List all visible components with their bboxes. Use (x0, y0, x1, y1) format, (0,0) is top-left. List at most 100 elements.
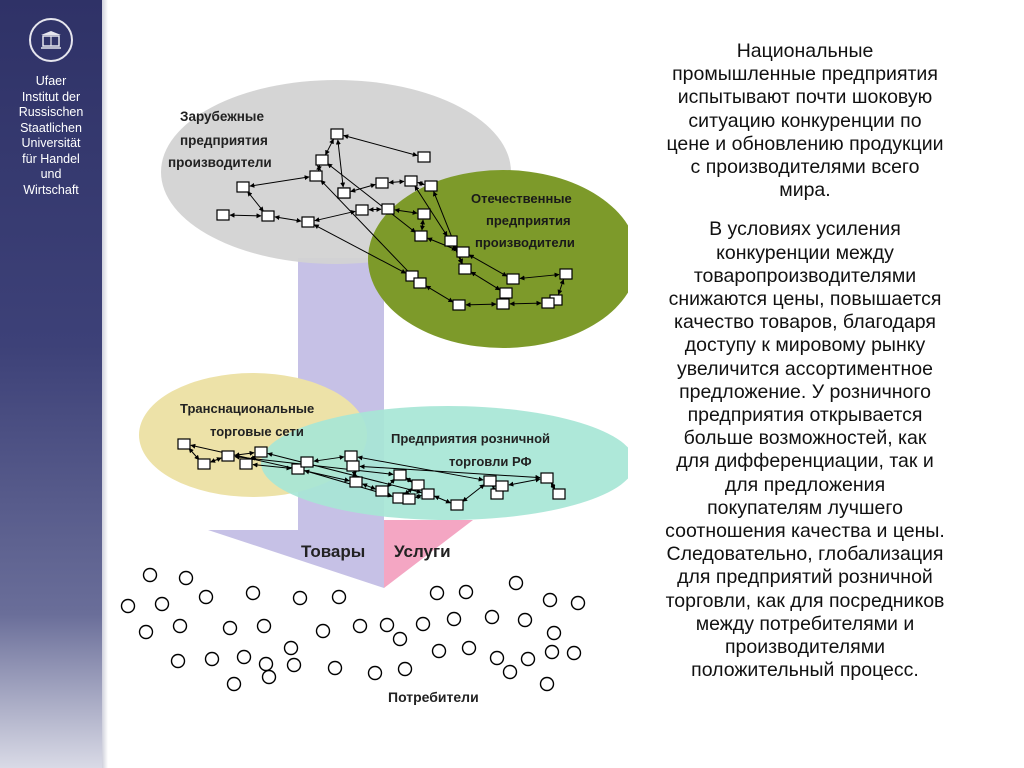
enterprise-node (349, 476, 363, 488)
link-arrow (509, 300, 542, 307)
enterprise-node (483, 475, 497, 487)
consumer-circle (461, 640, 477, 656)
text-line: между потребителями и (695, 612, 915, 635)
text-line: покупателям лучшего (707, 496, 903, 519)
consumer-circle (138, 624, 154, 640)
text-line: предложение. У розничного (679, 380, 931, 403)
enterprise-node (417, 208, 431, 220)
consumer-circle (198, 589, 214, 605)
institute-line: Wirtschaft (23, 182, 79, 197)
enterprise-node (261, 210, 275, 222)
consumer-circle (256, 618, 272, 634)
institute-line: Staatlichen (20, 120, 82, 135)
link-arrow (190, 443, 350, 483)
enterprise-node (411, 479, 425, 491)
consumer-circle (570, 595, 586, 611)
retail-enterprises-ellipse (261, 406, 628, 520)
text-line: цене и обновлению продукции (666, 132, 944, 155)
link-arrow (368, 206, 382, 213)
consumer-circle (397, 661, 413, 677)
link-arrow (359, 464, 541, 480)
text-line: предприятия открывается (687, 404, 923, 427)
text-line: производителями (724, 636, 886, 659)
sidebar-divider (102, 0, 108, 768)
retail-enterprises-label: Предприятия розничной торговли РФ (391, 431, 554, 469)
enterprise-node (413, 277, 427, 289)
enterprise-node (444, 235, 458, 247)
enterprise-node (346, 460, 360, 472)
link-arrow (465, 301, 497, 308)
link-arrow (247, 191, 264, 212)
text-line: для дифференциации, так и (676, 450, 934, 473)
consumer-circle (283, 640, 299, 656)
text-line: товаропроизводителями (693, 264, 917, 287)
text-line: для предложения (724, 473, 886, 496)
enterprise-node (239, 458, 253, 470)
consumer-circle (292, 590, 308, 606)
consumer-circle (154, 596, 170, 612)
link-arrow (425, 285, 454, 303)
consumer-circle (544, 644, 560, 660)
link-arrow (320, 179, 416, 280)
enterprise-node (393, 469, 407, 481)
enterprise-node (414, 230, 428, 242)
consumer-circle (352, 618, 368, 634)
institute-line: Ufaer (35, 74, 67, 88)
consumers-label: Потребители (388, 689, 479, 705)
text-line: ситуацию конкуренции по (688, 109, 922, 132)
link-arrow (557, 279, 565, 295)
enterprise-node (254, 446, 268, 458)
consumer-circle (178, 570, 194, 586)
link-arrow (274, 215, 302, 223)
enterprise-node (221, 450, 235, 462)
consumer-circle (258, 656, 274, 672)
enterprise-node (300, 456, 314, 468)
text-line: В условиях усиления (709, 218, 901, 241)
enterprise-node (375, 485, 389, 497)
link-arrow (519, 272, 560, 281)
enterprise-node (216, 209, 230, 221)
institute-line: für Handel (22, 151, 80, 166)
enterprise-node (506, 273, 520, 285)
consumer-circle (142, 567, 158, 583)
consumer-circle (489, 650, 505, 666)
text-line: конкуренции между (716, 241, 894, 264)
text-line: доступу к мировому рынку (684, 334, 926, 357)
consumer-circle (120, 598, 136, 614)
consumer-circle (236, 649, 252, 665)
enterprise-node (197, 458, 211, 470)
text-line: промышленные предприятия (672, 63, 938, 86)
goods-label: Товары (301, 542, 365, 561)
consumer-circle (222, 620, 238, 636)
enterprise-node (375, 177, 389, 189)
consumer-circle (170, 653, 186, 669)
enterprise-node (495, 480, 509, 492)
text-line: снижаются цены, повышается (668, 288, 942, 311)
link-arrow (468, 254, 508, 277)
enterprise-node (541, 297, 555, 309)
institute-line: Russischen (18, 105, 84, 119)
enterprise-node (177, 438, 191, 450)
services-arrow (384, 520, 473, 588)
enterprise-node (496, 298, 510, 310)
consumer-circle (546, 625, 562, 641)
consumer-circles (120, 567, 586, 692)
text-line: Национальные (736, 40, 874, 62)
link-arrow (316, 165, 322, 171)
link-arrow (249, 175, 310, 188)
consumer-circle (331, 589, 347, 605)
consumer-circle (431, 643, 447, 659)
text-line: увеличится ассортиментное (677, 357, 933, 380)
enterprise-node (381, 203, 395, 215)
text-line: торговли, как для посредников (665, 589, 945, 612)
domestic-producers-label: Отечественные предприятия производители (471, 191, 575, 250)
enterprise-node (337, 187, 351, 199)
text-line: больше возможностей, как (683, 427, 927, 450)
enterprise-node (402, 493, 416, 505)
enterprise-nodes (177, 128, 573, 511)
